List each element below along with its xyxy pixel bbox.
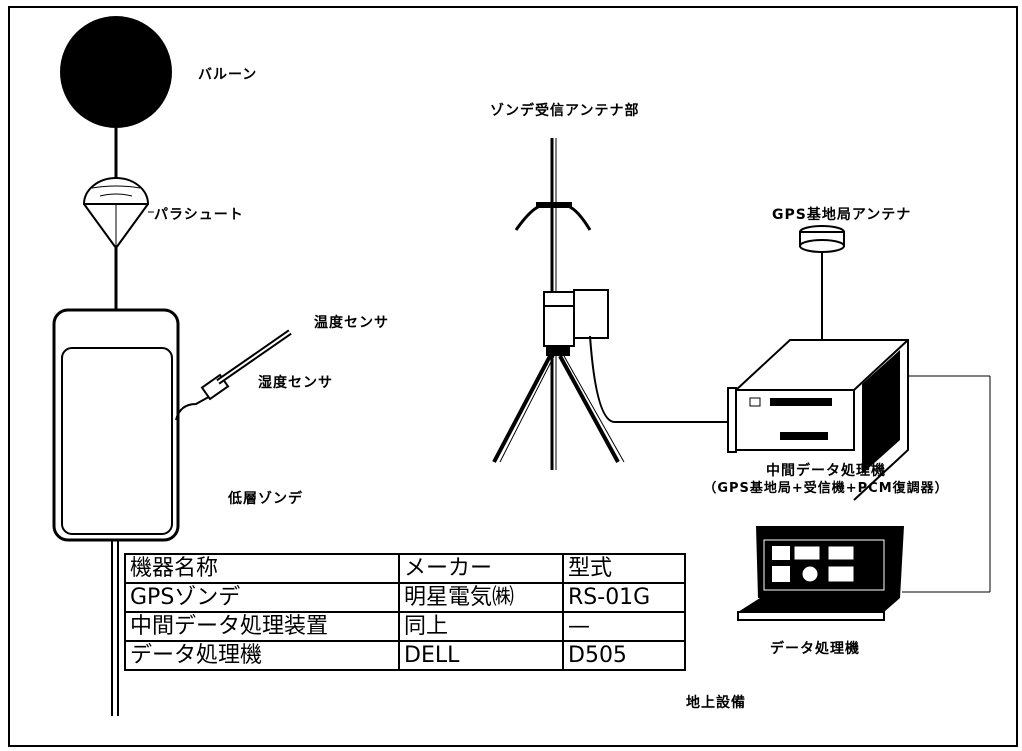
- data-machine-label: データ処理機: [770, 641, 860, 657]
- temp-sensor-label: 温度センサ: [314, 315, 389, 331]
- table-cell: データ処理機: [124, 640, 400, 671]
- table-cell: GPSゾンデ: [124, 582, 400, 613]
- table-row: GPSゾンデ 明星電気㈱ RS-01G: [124, 582, 686, 613]
- table-cell: D505: [562, 640, 686, 671]
- table-header-cell: 型式: [562, 553, 686, 584]
- equipment-table: 機器名称 メーカー 型式 GPSゾンデ 明星電気㈱ RS-01G 中間データ処理…: [124, 553, 686, 671]
- table-header-cell: 機器名称: [124, 553, 400, 584]
- table-cell: 明星電気㈱: [398, 582, 564, 613]
- parachute-label: パラシュート: [154, 207, 244, 223]
- sonde-label: 低層ゾンデ: [228, 491, 303, 507]
- table-row: データ処理機 DELL D505: [124, 640, 686, 671]
- diagram-frame: [8, 6, 1018, 747]
- processor-label-line2: （GPS基地局+受信機+PCM復調器）: [703, 481, 949, 496]
- table-cell: 同上: [398, 611, 564, 642]
- sensor-arm: [175, 329, 292, 421]
- table-cell: RS-01G: [562, 582, 686, 613]
- table-header-cell: メーカー: [398, 553, 564, 584]
- ground-equipment-label: 地上設備: [686, 695, 746, 711]
- parachute-shape: [82, 177, 150, 324]
- sonde-body: [52, 308, 180, 716]
- gps-antenna: [799, 225, 845, 340]
- table-cell: —: [562, 611, 686, 642]
- data-processor-box: [727, 339, 991, 593]
- table-row: 中間データ処理装置 同上 —: [124, 611, 686, 642]
- antenna-label: ゾンデ受信アンテナ部: [490, 103, 640, 119]
- laptop-shape: [737, 526, 904, 621]
- humidity-sensor-label: 湿度センサ: [258, 375, 333, 391]
- processor-label: 中間データ処理機 （GPS基地局+受信機+PCM復調器）: [676, 462, 976, 498]
- balloon-shape: [60, 16, 172, 128]
- balloon-label: バルーン: [198, 67, 258, 83]
- table-header-row: 機器名称 メーカー 型式: [124, 553, 686, 584]
- processor-label-line1: 中間データ処理機: [766, 463, 886, 479]
- gps-antenna-label: GPS基地局アンテナ: [772, 207, 912, 223]
- receiving-antenna: [492, 138, 730, 470]
- table-cell: 中間データ処理装置: [124, 611, 400, 642]
- table-cell: DELL: [398, 640, 564, 671]
